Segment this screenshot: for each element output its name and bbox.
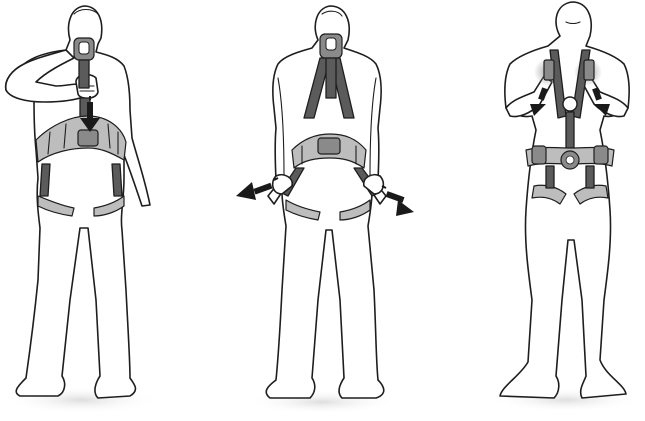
leg-strap-right-1 — [112, 164, 122, 196]
belt-buckle-2 — [318, 138, 340, 154]
figure-3 — [490, 2, 642, 412]
belt-buckle-1 — [78, 130, 98, 146]
leg-strap-left-3 — [546, 166, 554, 188]
leg-strap-left-1 — [40, 164, 50, 196]
leg-strap-right-3 — [586, 166, 594, 188]
shoulder-buckle-left-3 — [544, 60, 554, 80]
dorsal-strap-1 — [79, 60, 89, 88]
belt-buckle-right-3 — [594, 146, 608, 164]
dorsal-ring-hole-1 — [79, 42, 89, 54]
chest-ring-3 — [563, 97, 577, 111]
sternal-strap-3 — [566, 112, 574, 148]
person-body-3 — [500, 2, 629, 398]
belt-buckle-left-3 — [532, 146, 546, 164]
dorsal-strap-2 — [326, 58, 336, 98]
shoulder-buckle-right-3 — [584, 60, 594, 80]
ventral-ring-hole-3 — [566, 156, 574, 164]
figure-1 — [4, 6, 160, 414]
figure-2 — [236, 6, 414, 414]
arrow-right-2 — [382, 186, 414, 216]
dorsal-ring-hole-2 — [326, 38, 336, 50]
